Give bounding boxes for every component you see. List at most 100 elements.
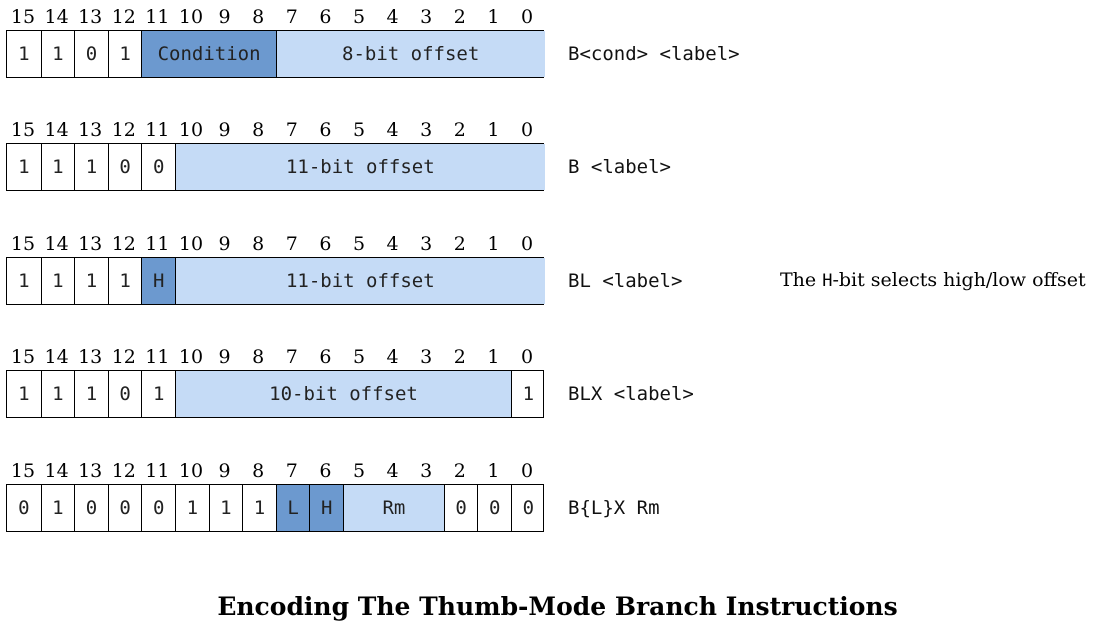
bit-number: 8: [252, 460, 265, 482]
bit-number: 4: [386, 346, 399, 368]
h-bit-field: H: [309, 485, 343, 531]
bit-number: 11: [145, 233, 170, 255]
bit-number: 1: [487, 119, 500, 141]
bit-number: 11: [145, 460, 170, 482]
bit-field: 1: [242, 485, 276, 531]
bit-field: 1: [208, 485, 243, 531]
bit-field: 0: [74, 485, 108, 531]
bit-number: 1: [487, 460, 500, 482]
bit-number: 14: [44, 233, 69, 255]
bit-number: 2: [453, 233, 466, 255]
bit-field: 1: [40, 31, 75, 77]
bit-number: 10: [178, 233, 204, 255]
bit-field: 1: [40, 144, 75, 190]
diagram-title: Encoding The Thumb-Mode Branch Instructi…: [217, 592, 898, 621]
bit-field: 0: [107, 371, 142, 417]
bit-field: 1: [74, 371, 108, 417]
bit-number: 9: [218, 346, 231, 368]
bit-number: 0: [520, 6, 534, 28]
bit-field: 1: [74, 144, 108, 190]
bit-number: 6: [319, 233, 332, 255]
bit-number: 4: [386, 6, 399, 28]
bit-field: 1: [40, 258, 75, 304]
bit-number: 15: [10, 460, 36, 482]
bit-number: 9: [218, 6, 231, 28]
offset-field: 11-bit offset: [175, 258, 545, 304]
offset-field: 11-bit offset: [175, 144, 545, 190]
bit-field: 1: [18, 383, 30, 405]
bit-number: 14: [44, 6, 69, 28]
bit-number: 0: [520, 346, 534, 368]
bit-number: 12: [111, 6, 136, 28]
bit-number: 11: [145, 6, 170, 28]
bit-number: 7: [285, 6, 298, 28]
bit-number: 0: [520, 119, 534, 141]
bit-number: 15: [10, 119, 36, 141]
bit-number: 10: [178, 346, 204, 368]
bit-field: 1: [40, 371, 75, 417]
bit-field: 0: [107, 144, 142, 190]
bit-number: 2: [453, 460, 466, 482]
bit-number: 5: [352, 233, 366, 255]
bit-number: 13: [78, 233, 103, 255]
bit-field: 1: [74, 258, 108, 304]
bit-number: 5: [352, 460, 366, 482]
bit-field: 0: [511, 485, 545, 531]
bit-number: 5: [352, 119, 366, 141]
bit-number: 9: [218, 119, 231, 141]
bit-number: 11: [145, 346, 170, 368]
bit-field: 1: [40, 485, 75, 531]
bit-number: 0: [520, 233, 534, 255]
bit-number: 2: [453, 6, 466, 28]
instruction-mnemonic: B<cond> <label>: [568, 43, 740, 65]
bit-field: 0: [477, 485, 511, 531]
bit-number: 14: [44, 346, 69, 368]
bit-number: 7: [285, 233, 298, 255]
h-bit-field: H: [141, 258, 175, 304]
bit-number: 4: [386, 233, 399, 255]
bit-field: 1: [107, 31, 142, 77]
h-bit-note: The H-bit selects high/low offset: [780, 257, 1086, 305]
bit-number: 3: [420, 119, 433, 141]
bit-number: 6: [319, 346, 332, 368]
bit-number: 9: [218, 460, 231, 482]
instruction-mnemonic: BLX <label>: [568, 383, 694, 405]
bit-field: 1: [175, 485, 209, 531]
bit-number: 13: [78, 460, 103, 482]
offset-field: 8-bit offset: [275, 31, 545, 77]
instruction-mnemonic: B{L}X Rm: [568, 497, 660, 519]
bit-field: 0: [107, 485, 142, 531]
offset-field: 10-bit offset: [175, 371, 511, 417]
bit-number: 10: [178, 119, 204, 141]
bit-number: 2: [453, 346, 466, 368]
bit-number: 15: [10, 346, 36, 368]
bit-number: 12: [111, 460, 136, 482]
bit-field: 0: [141, 485, 175, 531]
bit-number: 8: [252, 346, 265, 368]
l-bit-field: L: [275, 485, 310, 531]
bit-number: 9: [218, 233, 231, 255]
bit-field: 0: [74, 31, 108, 77]
bit-number: 3: [420, 233, 433, 255]
note-text: The: [780, 269, 823, 291]
bit-number: 2: [453, 119, 466, 141]
rm-register-field: Rm: [343, 485, 444, 531]
bit-number: 14: [44, 119, 69, 141]
bit-field: 0: [443, 485, 478, 531]
bit-number: 0: [520, 460, 534, 482]
bit-number: 3: [420, 346, 433, 368]
bit-number: 8: [252, 119, 265, 141]
bit-number: 15: [10, 6, 36, 28]
bit-field: 1: [18, 156, 30, 178]
